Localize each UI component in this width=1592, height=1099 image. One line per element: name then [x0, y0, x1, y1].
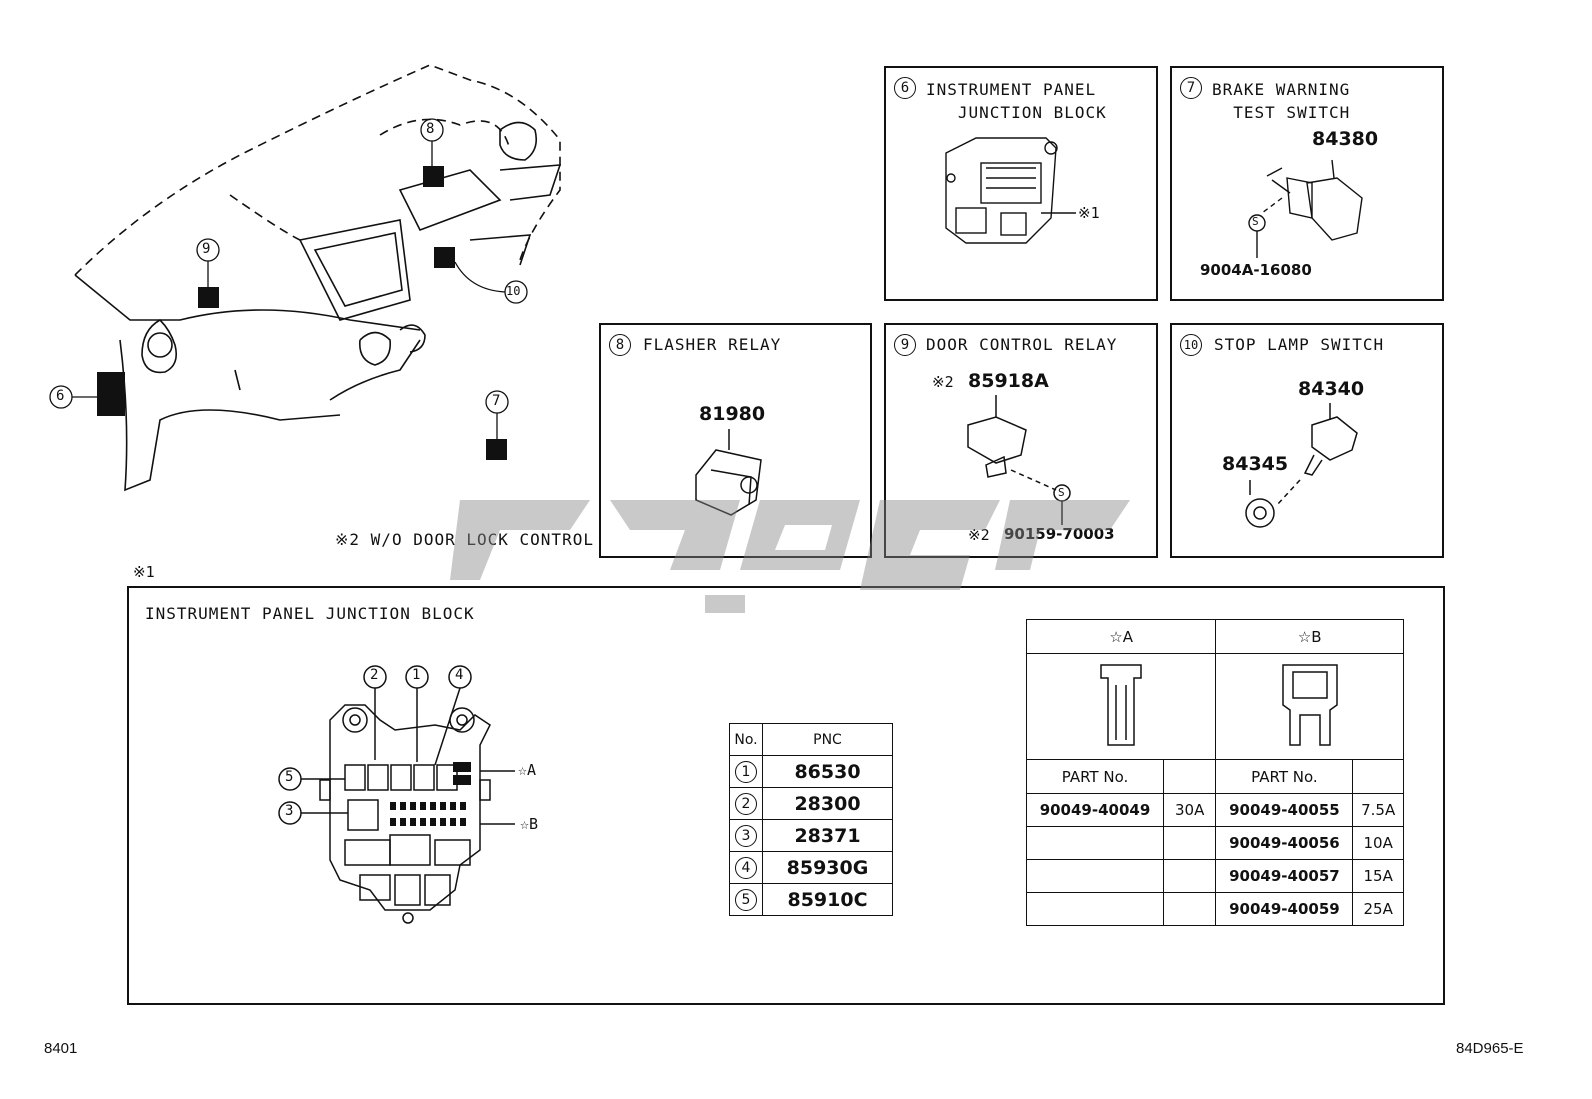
- footer-diagram-code: 84D965-E: [1456, 1040, 1524, 1057]
- fuse-b-amp: 10A: [1352, 826, 1404, 860]
- fuse-a-illustration: [1025, 653, 1217, 760]
- fuse-b-icon: [1281, 663, 1338, 746]
- jb-callout-5: 5: [285, 769, 294, 785]
- panel-stop-lamp-switch: 10 STOP LAMP SWITCH 84340 84345: [1170, 323, 1444, 558]
- pnc-header-no: No.: [729, 723, 763, 756]
- fuse-col-b: ☆B: [1215, 619, 1404, 654]
- door-lock-note: ※2 W/O DOOR LOCK CONTROL: [335, 530, 594, 549]
- screw-mark: S: [1058, 486, 1065, 499]
- part-prefix: ※2: [932, 373, 954, 391]
- junction-block-icon: [945, 137, 1076, 244]
- panel-door-control-relay: 9 DOOR CONTROL RELAY ※2 85918A S ※2 9015…: [884, 323, 1158, 558]
- star-a-label: ☆A: [518, 761, 537, 779]
- fuse-table: ☆A ☆B PART No. PART No. 9004: [1025, 619, 1404, 926]
- pnc-header-pnc: PNC: [762, 723, 893, 756]
- table-row-no: 1: [729, 755, 763, 788]
- fuse-b-illustration: [1215, 653, 1404, 760]
- fuse-b-part: 90049-40055: [1215, 793, 1354, 827]
- watermark-logo: [450, 500, 1130, 613]
- callout-7-label: 7: [492, 393, 501, 409]
- screw-prefix: ※2: [968, 526, 990, 544]
- fuse-b-part-header: PART No.: [1215, 759, 1354, 794]
- table-row-no: 4: [729, 851, 763, 884]
- stop-lamp-switch-icon: [1245, 403, 1358, 528]
- jb-callout-2: 2: [370, 667, 379, 683]
- part-number-nut: 84345: [1222, 453, 1289, 475]
- panel-number: 8: [609, 334, 631, 356]
- fuse-b-amp: 7.5A: [1352, 793, 1404, 827]
- junction-title: INSTRUMENT PANEL JUNCTION BLOCK: [145, 604, 475, 623]
- jb-callout-4: 4: [455, 667, 464, 683]
- flasher-relay-icon: [695, 429, 762, 516]
- fuse-col-a: ☆A: [1025, 619, 1217, 654]
- panel-brake-warning-switch: 7 BRAKE WARNING TEST SWITCH 84380 S 9004…: [1170, 66, 1444, 301]
- part-number: 81980: [699, 403, 766, 425]
- part-number: 84380: [1312, 128, 1379, 150]
- screw-mark: S: [1252, 215, 1259, 228]
- panel-title: INSTRUMENT PANEL JUNCTION BLOCK: [926, 80, 1107, 122]
- junction-ref-mark: ※1: [133, 563, 155, 581]
- panel-flasher-relay: 8 FLASHER RELAY 81980: [599, 323, 872, 558]
- panel-title: STOP LAMP SWITCH: [1214, 335, 1385, 354]
- callout-10-label: 10: [506, 284, 521, 298]
- panel-number: 9: [894, 334, 916, 356]
- panel-number: 10: [1180, 334, 1202, 356]
- callout-8-label: 8: [426, 121, 435, 137]
- table-row-pnc: 28300: [762, 787, 893, 820]
- jb-callout-1: 1: [412, 667, 421, 683]
- fuse-a-amp: 30A: [1162, 793, 1217, 827]
- footer-page-code: 8401: [44, 1040, 78, 1057]
- brake-switch-icon: [1248, 159, 1363, 258]
- panel-title: DOOR CONTROL RELAY: [926, 335, 1118, 354]
- table-row-pnc: 85910C: [762, 883, 893, 916]
- fuse-b-part: 90049-40056: [1215, 826, 1354, 860]
- panel-number: 6: [894, 77, 916, 99]
- part-number-switch: 84340: [1298, 378, 1365, 400]
- fuse-b-part: 90049-40059: [1215, 892, 1354, 926]
- table-row-pnc: 28371: [762, 819, 893, 852]
- panel-title: BRAKE WARNING TEST SWITCH: [1212, 80, 1351, 122]
- panel-note: ※1: [1078, 204, 1100, 222]
- part-number: 85918A: [968, 370, 1049, 392]
- callout-6-label: 6: [56, 388, 65, 404]
- door-relay-icon: [967, 395, 1071, 525]
- fuse-a-part: 90049-40049: [1026, 793, 1164, 827]
- table-row-pnc: 85930G: [762, 851, 893, 884]
- table-row-pnc: 86530: [762, 755, 893, 788]
- fuse-b-part: 90049-40057: [1215, 859, 1354, 893]
- junction-block-diagram: [278, 665, 515, 924]
- table-row-no: 5: [729, 883, 763, 916]
- star-b-label: ☆B: [520, 815, 539, 833]
- jb-callout-3: 3: [285, 803, 294, 819]
- table-row-no: 3: [729, 819, 763, 852]
- fuse-a-icon: [1100, 663, 1142, 746]
- table-row-no: 2: [729, 787, 763, 820]
- fuse-a-part-header: PART No.: [1026, 759, 1164, 794]
- panel-instrument-junction-block: 6 INSTRUMENT PANEL JUNCTION BLOCK ※1: [884, 66, 1158, 301]
- dashboard-illustration: [49, 64, 562, 492]
- screw-part-number: 90159-70003: [1004, 525, 1115, 543]
- panel-title: FLASHER RELAY: [643, 335, 782, 354]
- fuse-b-amp: 15A: [1352, 859, 1404, 893]
- panel-number: 7: [1180, 77, 1202, 99]
- screw-part-number: 9004A-16080: [1200, 261, 1312, 279]
- fuse-b-amp: 25A: [1352, 892, 1404, 926]
- callout-9-label: 9: [202, 241, 211, 257]
